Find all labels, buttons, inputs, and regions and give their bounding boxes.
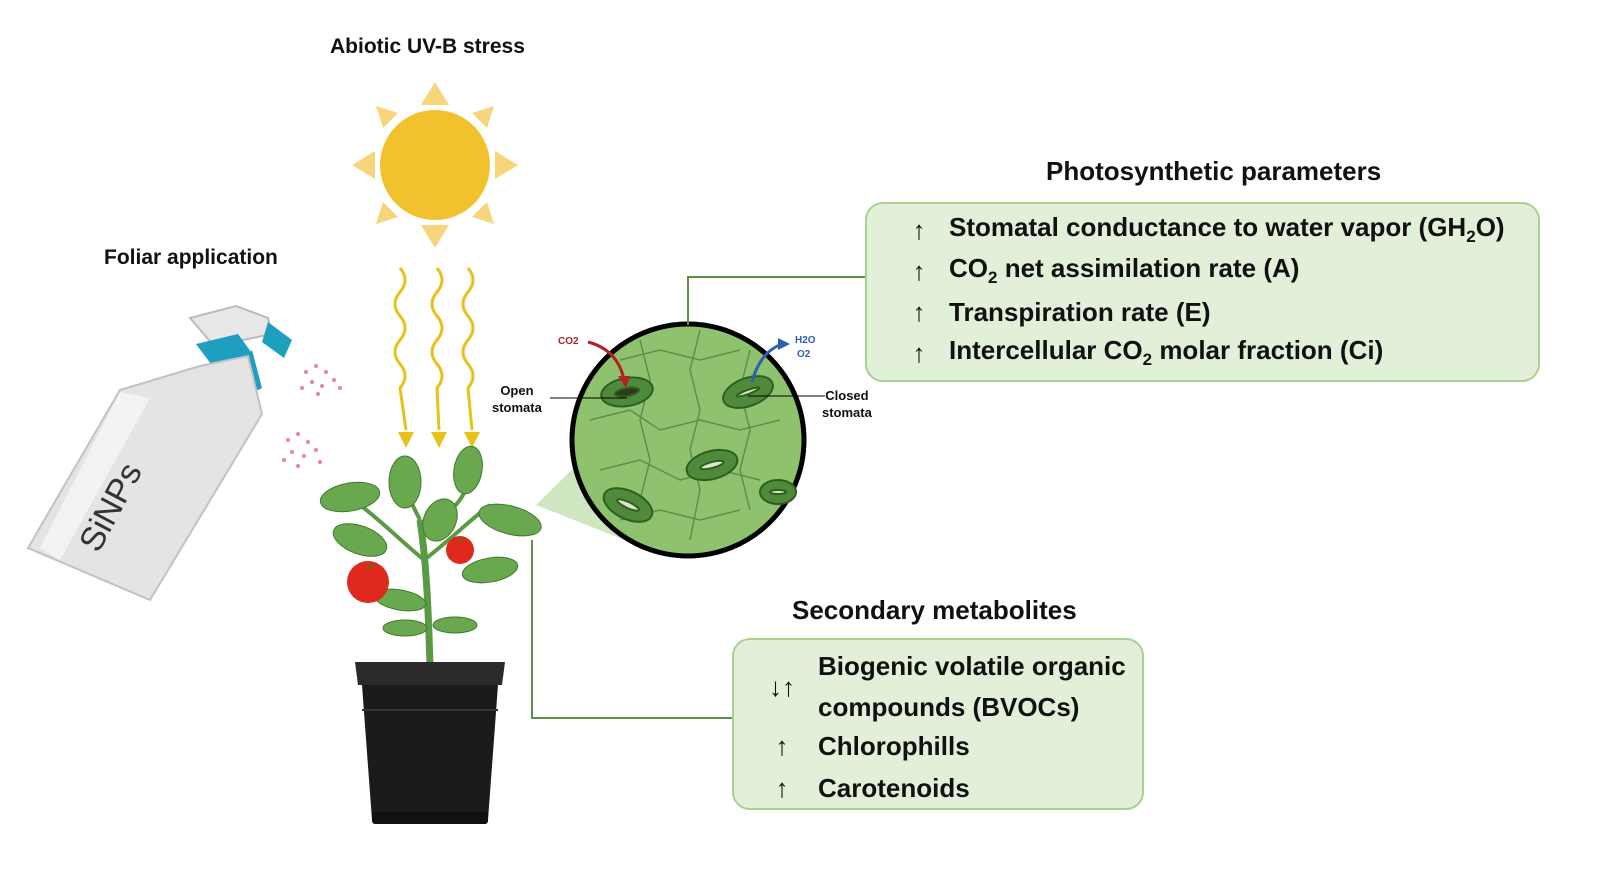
uv-stress-title: Abiotic UV-B stress: [330, 35, 525, 58]
h2o-label: H2O: [795, 335, 816, 346]
tomato: [446, 536, 474, 564]
plant: [319, 445, 542, 666]
pot: [355, 662, 505, 824]
photosynthetic-item-text: Intercellular CO2 molar fraction (Ci): [949, 335, 1384, 370]
spray-bottle: [26, 304, 292, 602]
co2-label: CO2: [558, 336, 579, 347]
photosynthetic-item-text: Transpiration rate (E): [949, 296, 1211, 327]
up-arrow-icon: ↑: [912, 255, 926, 286]
spray-particles: [282, 364, 342, 468]
secondary-item: ↑ Carotenoids: [762, 770, 1142, 806]
o2-label: O2: [797, 349, 811, 360]
photosynthetic-item: ↑ Transpiration rate (E): [899, 294, 1538, 330]
photosynthetic-item: ↑ Stomatal conductance to water vapor (GH…: [899, 212, 1538, 248]
foliar-title: Foliar application: [104, 246, 278, 269]
photosynthetic-item-text: Stomatal conductance to water vapor (GH2…: [949, 212, 1505, 247]
up-arrow-icon: ↑: [912, 214, 926, 245]
secondary-title: Secondary metabolites: [792, 595, 1077, 625]
up-arrow-icon: ↑: [775, 730, 789, 761]
sun-icon: [352, 82, 518, 248]
photosynthetic-title: Photosynthetic parameters: [1046, 156, 1382, 186]
up-arrow-icon: ↑: [912, 337, 926, 368]
photosynthetic-item: ↑ CO2 net assimilation rate (A): [899, 253, 1538, 289]
down-up-arrow-icon: ↓↑: [769, 671, 795, 702]
connector-lines: [531, 276, 866, 719]
uv-rays: [393, 267, 475, 431]
secondary-item-text: Chlorophills: [818, 730, 970, 761]
secondary-item: ↑ Chlorophills: [762, 728, 1142, 764]
photosynthetic-item-text: CO2 net assimilation rate (A): [949, 253, 1300, 288]
secondary-item-text: Carotenoids: [818, 772, 970, 803]
photosynthetic-item: ↑ Intercellular CO2 molar fraction (Ci): [899, 335, 1538, 371]
up-arrow-icon: ↑: [912, 296, 926, 327]
tomato: [347, 561, 389, 603]
leaf-closeup: [569, 321, 807, 559]
up-arrow-icon: ↑: [775, 772, 789, 803]
photosynthetic-box: ↑ Stomatal conductance to water vapor (GH…: [865, 202, 1540, 382]
